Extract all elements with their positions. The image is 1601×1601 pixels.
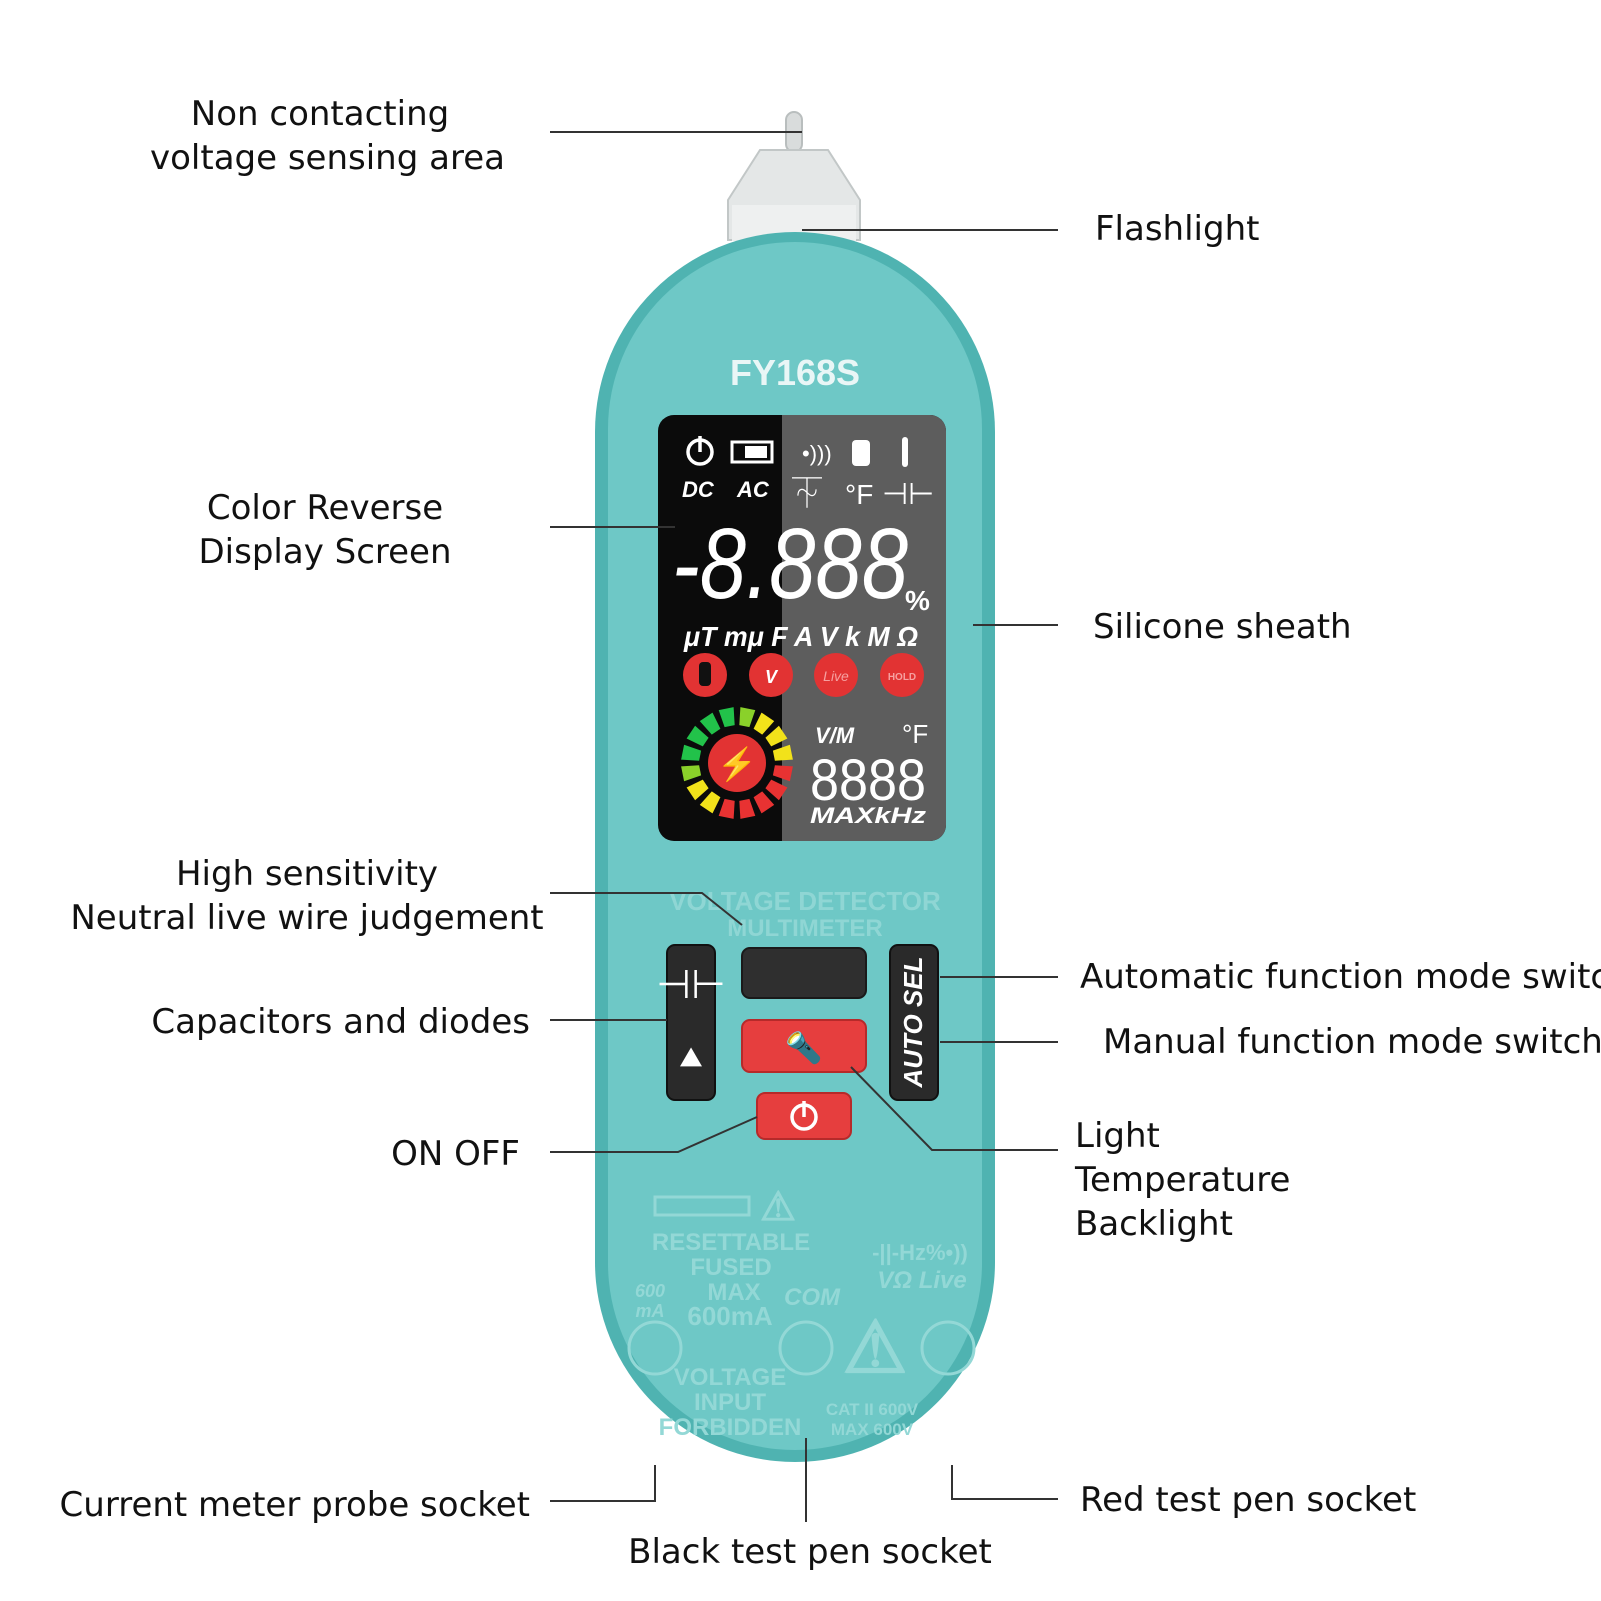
buzzer-icon: •))) — [802, 441, 832, 466]
svg-text:Live: Live — [823, 668, 849, 684]
v-socket — [920, 1320, 976, 1376]
side-button-right[interactable]: AUTO SEL — [889, 944, 939, 1101]
leader-red-socket — [951, 1465, 1058, 1500]
callout-color-reverse: Color Reverse Display Screen — [198, 488, 452, 572]
side-button-left[interactable]: ⊣⊢ ⯅ — [656, 944, 726, 1101]
capacitor-button-icon: ⊣⊢ — [656, 963, 726, 1007]
gauge-segment — [681, 765, 702, 782]
rating-ma-label: mA — [635, 1301, 664, 1321]
sensing-tip — [727, 111, 861, 241]
panel-line2: MULTIMETER — [727, 915, 883, 942]
input-label: INPUT — [694, 1389, 766, 1416]
current-socket — [627, 1320, 683, 1376]
live-wire-gauge — [681, 707, 793, 819]
leader-current-socket — [550, 1465, 656, 1502]
svg-text:HOLD: HOLD — [888, 672, 916, 683]
flashlight-thermo-icon: 🔦 — [785, 1030, 822, 1066]
model-label: FY168S — [730, 352, 860, 393]
ac-label: AC — [736, 477, 770, 502]
fused-label: FUSED — [690, 1254, 771, 1281]
manual-mode-button[interactable] — [741, 947, 867, 999]
max600-label: MAX 600V — [831, 1420, 914, 1439]
main-reading: -8.888 — [672, 508, 908, 620]
gauge-segment — [739, 707, 756, 728]
unit-row: μT mμ F A V k M Ω — [683, 621, 918, 652]
callout-red-socket: Red test pen socket — [1080, 1480, 1417, 1520]
callout-current-socket: Current meter probe socket — [59, 1485, 530, 1525]
svg-text:V: V — [765, 667, 779, 687]
gauge-segment — [718, 798, 735, 819]
gauge-segment — [699, 712, 721, 735]
round-icon-v — [749, 653, 793, 697]
warning-icon: ⚠ — [760, 1185, 796, 1229]
leader-lines — [550, 131, 1058, 1522]
gauge-segment — [765, 725, 788, 747]
com-socket — [778, 1320, 834, 1376]
vm-label: V/M — [815, 723, 855, 748]
power-button[interactable] — [756, 1092, 852, 1140]
diode-symbol-icon: ⏇ — [792, 477, 822, 511]
gauge-segment — [718, 707, 735, 728]
percent-sign: % — [905, 585, 930, 616]
gauge-segment — [699, 791, 721, 814]
thermometer-icon — [902, 437, 908, 467]
battery-icon — [730, 440, 774, 464]
max-khz-label: MAXkHz — [810, 803, 926, 828]
round-icon-live — [814, 653, 858, 697]
gauge-segment — [753, 791, 775, 814]
gauge-segment — [681, 744, 702, 761]
gauge-segment — [739, 798, 756, 819]
gauge-segment — [772, 744, 793, 761]
callout-black-socket: Black test pen socket — [628, 1532, 992, 1572]
capacitor-symbol-icon: ⊣⊢ — [882, 478, 934, 511]
gauge-segment — [686, 725, 709, 747]
callout-automatic: Automatic function mode switch — [1080, 957, 1601, 997]
bottom-panel: ⚠ RESETTABLE FUSED MAX 600mA 600 mA COM … — [627, 1185, 976, 1441]
light-temp-button[interactable]: 🔦 — [741, 1019, 867, 1073]
dc-label: DC — [682, 477, 715, 502]
leader-light — [850, 1066, 1058, 1151]
display-screen: •))) DC AC ⏇ °F ⊣⊢ -8.888 % μT mμ F A V … — [658, 415, 946, 841]
lightning-icon: ⚡ — [717, 746, 757, 783]
max-label: MAX — [707, 1279, 760, 1306]
com-label: COM — [784, 1284, 841, 1311]
thermo-box-icon — [852, 440, 870, 466]
fuse-symbol-icon — [653, 1195, 751, 1217]
gauge-center — [708, 734, 766, 792]
temp-small-icon: °F — [845, 479, 873, 510]
callout-on-off: ON OFF — [391, 1134, 520, 1174]
leader-on-off — [550, 1116, 758, 1153]
callout-manual: Manual function mode switch — [1103, 1022, 1601, 1062]
cat-label: CAT II 600V — [826, 1400, 919, 1419]
auto-sel-label: AUTO SEL — [898, 957, 928, 1089]
sub-reading: 8888 — [810, 748, 926, 813]
warning-large-icon: ⚠ — [843, 1308, 908, 1388]
callout-flashlight: Flashlight — [1095, 209, 1260, 249]
callout-silicone: Silicone sheath — [1093, 607, 1352, 647]
panel-line1: VOLTAGE DETECTOR — [669, 886, 941, 916]
resettable-label: RESETTABLE — [652, 1229, 810, 1256]
func-icons-label: -||-Hz%•)) — [872, 1240, 968, 1265]
gauge-segment — [765, 779, 788, 801]
forbidden-label: FORBIDDEN — [659, 1414, 802, 1441]
callout-light-temp: Light Temperature Backlight — [1075, 1116, 1291, 1244]
callout-high-sensitivity: High sensitivity Neutral live wire judge… — [70, 854, 544, 938]
gauge-segment — [686, 779, 709, 801]
gauge-segment — [772, 765, 793, 782]
max-current-label: 600mA — [687, 1301, 772, 1331]
callout-non-contacting: Non contacting voltage sensing area — [150, 94, 505, 178]
gauge-segment — [753, 712, 775, 735]
func-vlive-label: VΩ Live — [877, 1267, 966, 1294]
temp-unit: °F — [902, 719, 928, 749]
callout-capacitors: Capacitors and diodes — [151, 1002, 530, 1042]
rating-600-label: 600 — [635, 1281, 665, 1301]
voltage-label: VOLTAGE — [674, 1364, 786, 1391]
diode-button-icon: ⯅ — [675, 1037, 707, 1081]
leader-high-sensitivity — [550, 892, 743, 926]
round-icon-hold — [880, 653, 924, 697]
